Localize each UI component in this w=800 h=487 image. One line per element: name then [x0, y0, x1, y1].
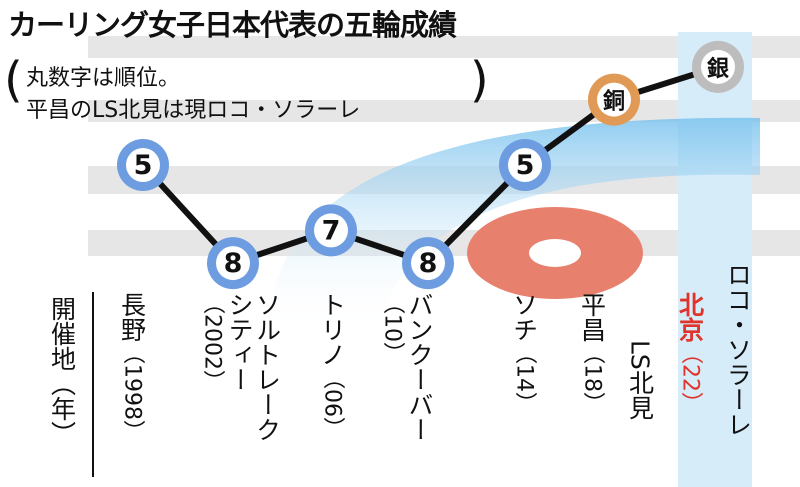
year-label: （2002） [199, 292, 225, 392]
x-tick-label: バンクーバー（10） [379, 292, 435, 442]
data-point: 5 [117, 139, 169, 191]
data-point: 5 [499, 139, 551, 191]
x-tick-label: 平昌（18） [577, 292, 607, 414]
year-label: （1998） [119, 342, 145, 442]
bracket-line [92, 292, 94, 477]
year-label: （18） [579, 342, 605, 414]
close-paren: ) [470, 52, 489, 108]
year-label: （14） [511, 342, 537, 414]
year-label: （06） [319, 367, 345, 439]
axis-label: 開催地（年） [47, 296, 77, 446]
year-label: （10） [379, 292, 405, 364]
data-point: 8 [402, 237, 454, 290]
team-label: LS北見 [625, 340, 655, 420]
open-paren: ( [4, 52, 23, 108]
data-point: 銅 [588, 73, 640, 126]
data-point: 8 [207, 237, 259, 290]
data-point: 銀 [692, 40, 744, 93]
x-tick-label: ソチ（14） [509, 292, 539, 414]
data-label: 7 [322, 215, 341, 246]
x-tick-label: 長野（1998） [117, 292, 147, 442]
x-tick-label: トリノ（06） [317, 292, 347, 439]
chart-title: カーリング女子日本代表の五輪成績 [8, 8, 457, 42]
data-label: 8 [419, 248, 438, 279]
subtitle-line: 平昌のLS北見は現ロコ・ソラーレ [26, 98, 361, 123]
data-label: 銅 [603, 89, 625, 115]
data-label: 5 [134, 150, 153, 181]
data-point: 7 [305, 204, 357, 257]
highlight-column [678, 32, 752, 487]
grid-band [88, 36, 800, 58]
x-tick-label: ソルトレークシティー（2002） [199, 292, 282, 442]
team-label: ロコ・ソラーレ [723, 262, 753, 437]
x-tick-label: 北京（22） [675, 292, 705, 414]
subtitle-line: 丸数字は順位。 [26, 66, 181, 91]
year-label: （22） [677, 342, 703, 414]
data-label: 8 [224, 248, 243, 279]
data-label: 銀 [707, 57, 729, 82]
data-label: 5 [516, 150, 535, 181]
